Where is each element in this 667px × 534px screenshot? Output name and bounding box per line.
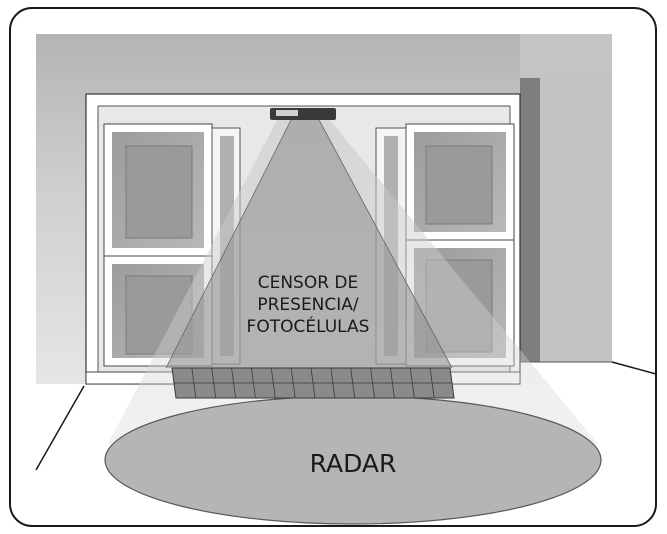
floor-edge-right — [611, 361, 657, 375]
side-pillar-dark — [520, 78, 540, 362]
floor-edge-left — [35, 385, 85, 471]
presence-sensor-beam — [166, 118, 452, 368]
sensor-label-line1: CENSOR DE — [258, 273, 359, 293]
beam-edge-right — [317, 117, 453, 369]
sensor-label-line3: FOTOCÉLULAS — [247, 315, 370, 337]
beam-edge-left — [165, 117, 293, 369]
sensor-device — [270, 108, 336, 120]
radar-label: RADAR — [310, 449, 397, 478]
side-pillar — [540, 78, 612, 362]
upper-wall-right — [520, 34, 612, 78]
detection-mat-grid — [174, 367, 452, 399]
sensor-label-line2: PRESENCIA/ — [257, 295, 359, 315]
